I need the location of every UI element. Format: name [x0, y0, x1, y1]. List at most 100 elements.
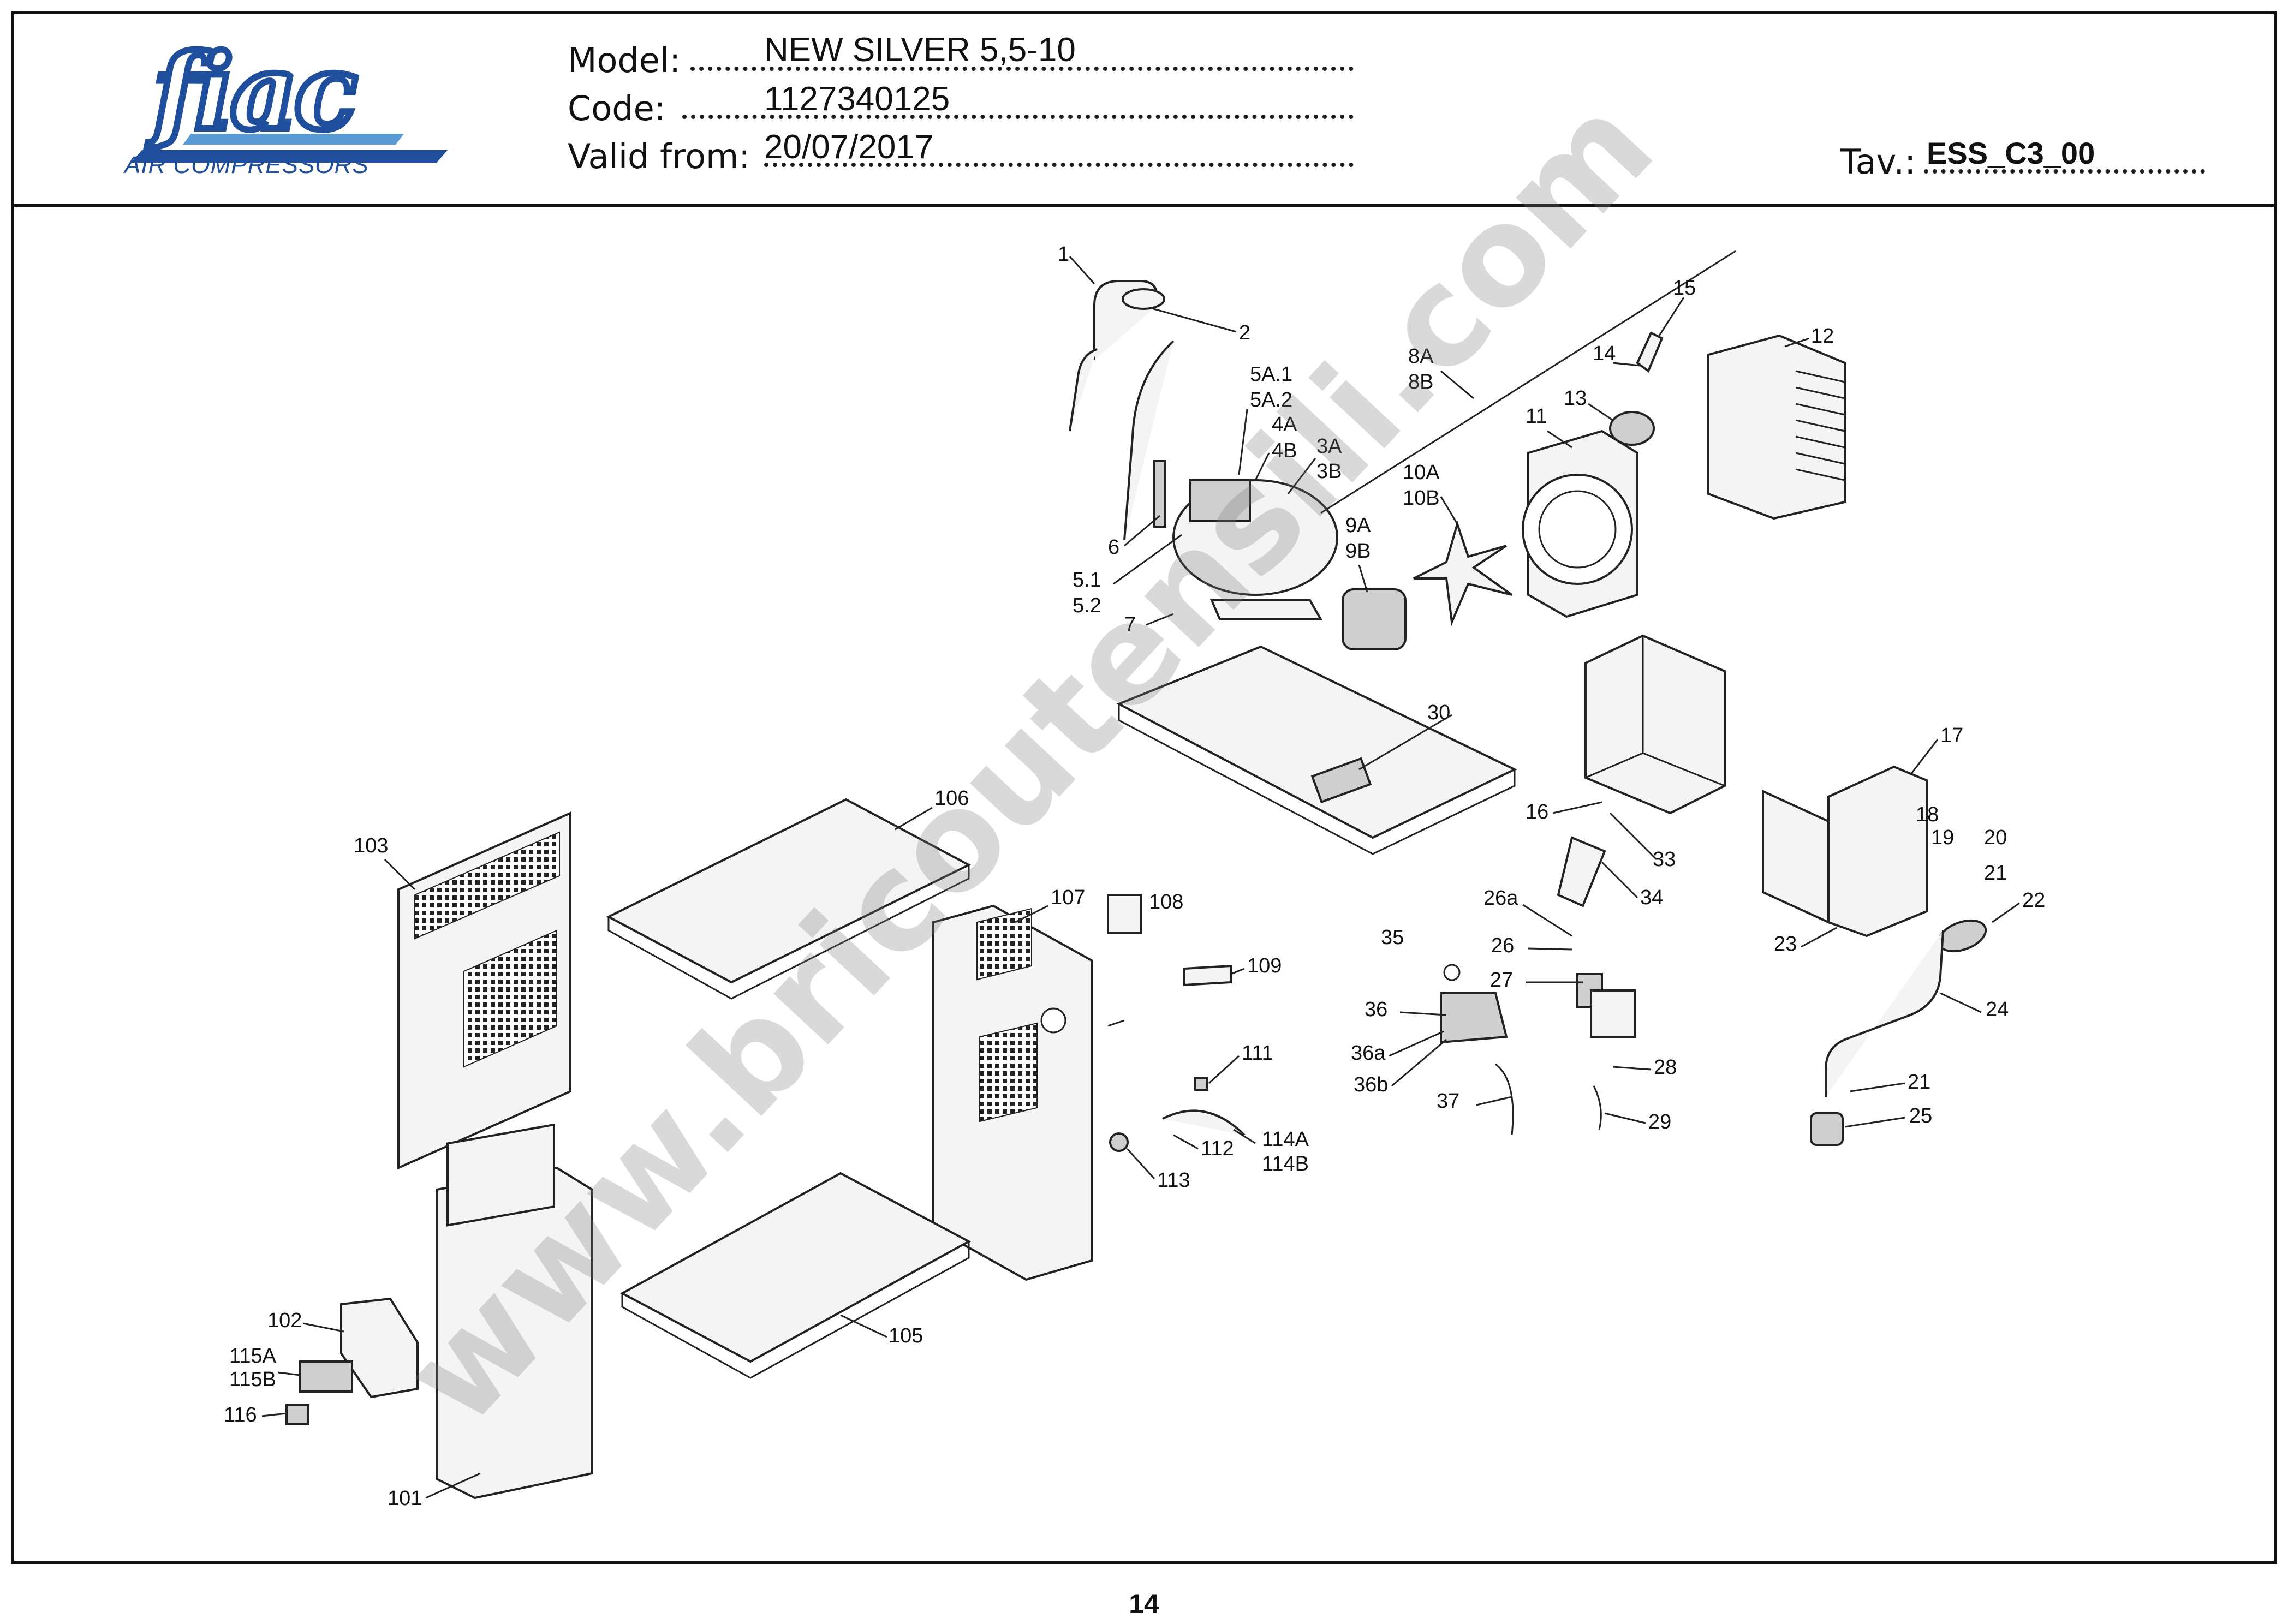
callout-4b: 4B — [1272, 439, 1297, 462]
part-filter — [1153, 460, 1166, 528]
model-label: Model: — [568, 40, 681, 80]
callout-23: 23 — [1774, 933, 1797, 956]
callout-36b: 36b — [1354, 1073, 1388, 1096]
callout-115b: 115B — [229, 1368, 276, 1391]
callout-113: 113 — [1157, 1169, 1190, 1192]
part-solenoid — [1590, 989, 1636, 1038]
callout-29: 29 — [1648, 1110, 1671, 1133]
fiac-logo: fiac fiac — [131, 38, 448, 163]
callout-10b: 10B — [1403, 487, 1440, 510]
callout-114b: 114B — [1262, 1153, 1309, 1175]
callout-14: 14 — [1593, 342, 1616, 365]
callout-21-a: 21 — [1984, 862, 2007, 885]
part-pressure-switch — [1122, 288, 1165, 310]
part-nut — [1810, 1112, 1844, 1146]
callout-13: 13 — [1564, 387, 1587, 410]
model-dotted-line — [690, 67, 1354, 71]
callout-116: 116 — [224, 1404, 257, 1426]
callout-24: 24 — [1986, 998, 2009, 1021]
callout-101: 101 — [388, 1487, 422, 1510]
callout-107: 107 — [1051, 886, 1085, 909]
callout-36a: 36a — [1351, 1042, 1386, 1065]
code-value: 1127340125 — [764, 80, 950, 118]
callout-33: 33 — [1653, 848, 1676, 871]
callout-21-b: 21 — [1908, 1071, 1930, 1094]
code-label: Code: — [568, 88, 666, 128]
callout-28: 28 — [1654, 1056, 1677, 1079]
cabinet-group — [285, 798, 1246, 1500]
callout-20: 20 — [1984, 826, 2007, 849]
part-label-109 — [1183, 964, 1232, 987]
callout-115a: 115A — [229, 1345, 277, 1368]
callout-5a2: 5A.2 — [1250, 389, 1292, 411]
part-grommet-113 — [1109, 1132, 1129, 1152]
part-compressor-relay — [1189, 479, 1251, 522]
callout-37: 37 — [1437, 1090, 1459, 1113]
part-outlet-pipe — [1825, 930, 1944, 1097]
part-condensate-drain — [1440, 992, 1508, 1044]
callout-10a: 10A — [1403, 461, 1440, 484]
separator-group — [1440, 634, 1987, 1146]
refrigeration-group — [1069, 250, 1846, 855]
part-fan-blade — [1413, 520, 1513, 626]
callout-35: 35 — [1381, 926, 1404, 949]
callout-111: 111 — [1242, 1042, 1273, 1065]
model-value: NEW SILVER 5,5-10 — [764, 31, 1076, 69]
callout-36: 36 — [1365, 998, 1387, 1021]
callout-114a: 114A — [1262, 1128, 1309, 1151]
callout-6: 6 — [1108, 536, 1119, 559]
callout-11: 11 — [1526, 405, 1547, 428]
callout-8a: 8A — [1408, 345, 1434, 368]
logo-tagline: AIR COMPRESSORS — [124, 152, 369, 178]
callout-4a: 4A — [1272, 413, 1297, 436]
callout-30: 30 — [1427, 701, 1450, 724]
part-fan-motor — [1342, 588, 1407, 650]
page-number: 14 — [1129, 1589, 1159, 1619]
tav-value: ESS_C3_00 — [1927, 136, 2095, 170]
callout-17: 17 — [1940, 724, 1963, 747]
callout-102: 102 — [267, 1309, 302, 1332]
callout-112: 112 — [1201, 1137, 1234, 1160]
callout-3b: 3B — [1316, 460, 1342, 483]
part-mount-plate — [1762, 789, 1830, 924]
callout-18: 18 — [1916, 803, 1939, 826]
callout-22: 22 — [2022, 889, 2045, 912]
callout-26a: 26a — [1483, 887, 1518, 910]
part-label-panel — [340, 1297, 419, 1399]
part-label-108 — [1107, 894, 1142, 934]
part-gasket — [1609, 411, 1655, 446]
part-plate-bracket — [1310, 757, 1372, 804]
callout-103: 103 — [354, 834, 388, 857]
part-control-panel — [436, 1166, 593, 1500]
part-switch — [285, 1404, 309, 1425]
valid-from-value: 20/07/2017 — [764, 128, 934, 166]
callout-25: 25 — [1909, 1104, 1932, 1127]
valid-dotted-line — [764, 163, 1354, 167]
callout-12: 12 — [1811, 325, 1834, 348]
callout-106: 106 — [934, 787, 969, 810]
part-o-ring — [1443, 964, 1461, 981]
callout-7: 7 — [1124, 613, 1136, 636]
part-panel-cutout — [446, 1123, 555, 1227]
callout-27: 27 — [1490, 969, 1513, 992]
callout-15: 15 — [1673, 277, 1696, 300]
callout-2: 2 — [1239, 321, 1250, 344]
callout-105: 105 — [889, 1324, 923, 1347]
part-fitting-111 — [1194, 1077, 1208, 1091]
code-dotted-line — [682, 115, 1354, 119]
tav-label: Tav.: — [1840, 142, 1916, 182]
part-controller — [299, 1360, 353, 1393]
callout-3a: 3A — [1316, 435, 1342, 458]
part-hose-112 — [1162, 1109, 1246, 1136]
header-divider — [11, 204, 2277, 207]
callout-109: 109 — [1247, 954, 1282, 977]
part-pipe-tail — [1069, 348, 1098, 432]
callout-16: 16 — [1526, 801, 1548, 823]
part-separator-bracket — [1827, 765, 1928, 938]
callout-5a1: 5A.1 — [1250, 363, 1292, 386]
svg-text:fiac: fiac — [146, 38, 356, 153]
part-compressor-base — [1209, 599, 1323, 620]
part-heat-exchanger — [1584, 634, 1726, 815]
callout-5-1: 5.1 — [1072, 569, 1101, 592]
